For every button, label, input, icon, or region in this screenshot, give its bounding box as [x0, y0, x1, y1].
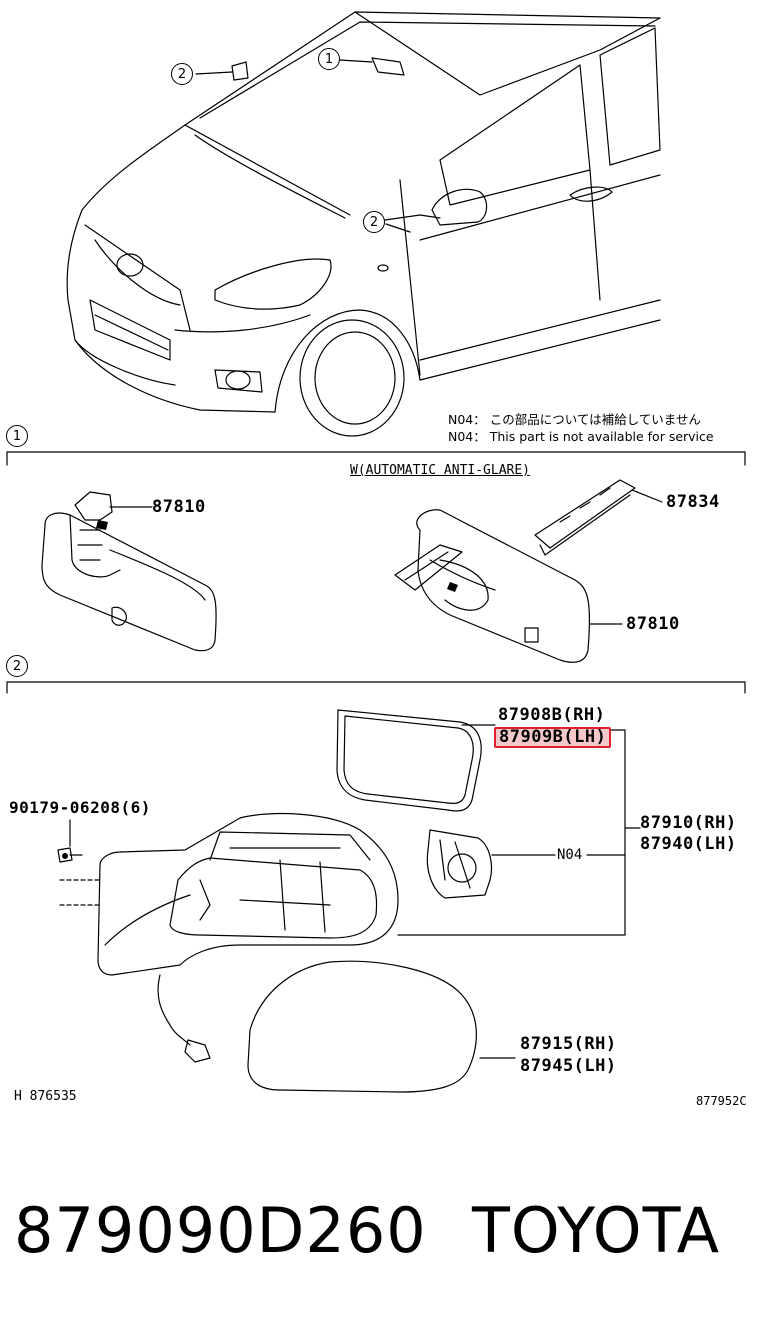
part-glass-lh-highlighted: 87909B(LH)	[494, 727, 612, 748]
mirror-motor-drawing	[426, 829, 626, 899]
part-motor-n04: N04	[557, 847, 583, 863]
part-assy-lh: 87940(LH)	[640, 834, 737, 854]
part-cover-lh: 87945(LH)	[520, 1056, 617, 1076]
part-glass-rh: 87908B(RH)	[498, 705, 606, 725]
part-number-title: 879090D260	[14, 1194, 427, 1267]
h-code: H 876535	[14, 1089, 77, 1104]
callout-2-side: 2	[363, 211, 385, 233]
brand-title: TOYOTA	[472, 1194, 721, 1267]
section1-heading: W(AUTOMATIC ANTI-GLARE)	[350, 463, 531, 478]
callout-1-section: 1	[6, 425, 28, 447]
part-screw: 90179-06208(6)	[9, 798, 151, 817]
mirror-glass-drawing	[336, 709, 496, 812]
part-87834: 87834	[666, 492, 720, 512]
part-87810-auto: 87810	[626, 614, 680, 634]
part-assy-rh: 87910(RH)	[640, 813, 737, 833]
note-en: N04： This part is not available for serv…	[448, 429, 714, 444]
inner-mirror-auto-drawing	[394, 479, 663, 663]
mirror-cover-drawing	[247, 960, 516, 1093]
mirror-housing-drawing	[57, 729, 641, 1063]
part-87810-standard: 87810	[152, 497, 206, 517]
inner-mirror-standard-drawing	[41, 491, 217, 652]
figure-code: 877952C	[696, 1094, 747, 1108]
callout-2-section: 2	[6, 655, 28, 677]
callout-2-roof: 2	[171, 63, 193, 85]
car-illustration	[66, 11, 661, 437]
callout-1-windshield: 1	[318, 48, 340, 70]
part-cover-rh: 87915(RH)	[520, 1034, 617, 1054]
note-jp: N04： この部品については補給していません	[448, 412, 701, 427]
